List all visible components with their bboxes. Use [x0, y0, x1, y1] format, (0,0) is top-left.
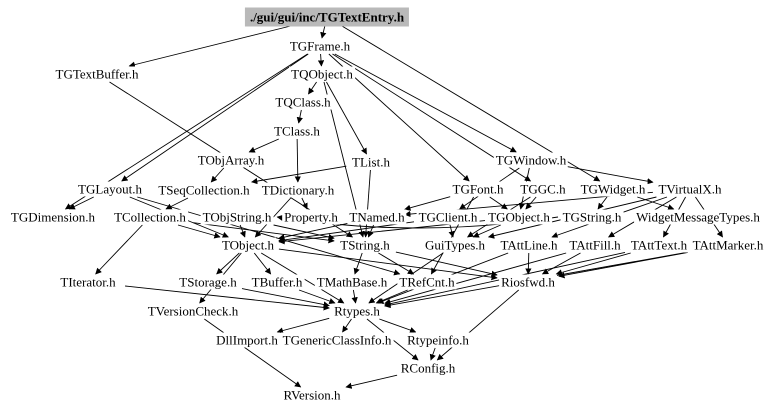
edge-TGTextEntry-TGFrame	[320, 24, 327, 39]
edge-TObject-TBuffer	[253, 252, 272, 275]
edge-TGWidget-TGString	[597, 196, 608, 210]
edge-TVersionCheck-RVersion	[204, 318, 302, 388]
edge-TSeqCollection-TCollection	[165, 197, 189, 210]
graph-node-TNamed[interactable]: TNamed.h	[347, 209, 407, 225]
graph-node-TGDimension[interactable]: TGDimension.h	[8, 209, 98, 225]
edge-TString-Riosfwd	[395, 251, 498, 277]
graph-node-TAttText[interactable]: TAttText.h	[628, 237, 690, 253]
graph-node-TAttLine[interactable]: TAttLine.h	[498, 237, 560, 253]
graph-node-TGFont[interactable]: TGFont.h	[450, 181, 506, 197]
edge-TGFont-TGObject	[489, 196, 508, 210]
graph-node-TGGC[interactable]: TGGC.h	[518, 181, 568, 197]
graph-node-TAttFill[interactable]: TAttFill.h	[567, 237, 623, 253]
edge-TString-TMathBase	[353, 252, 363, 275]
graph-node-TBuffer[interactable]: TBuffer.h	[249, 274, 305, 290]
graph-node-TString[interactable]: TString.h	[338, 237, 392, 253]
edge-TGWidget-WidgetMessageTypes	[637, 196, 675, 211]
graph-node-TObjString[interactable]: TObjString.h	[200, 209, 274, 225]
graph-node-RConfig[interactable]: RConfig.h	[398, 360, 458, 376]
edge-TList-TString	[362, 169, 371, 238]
graph-node-TGClient[interactable]: TGClient.h	[416, 209, 480, 225]
graph-node-TGLayout[interactable]: TGLayout.h	[76, 181, 144, 197]
edge-Rtypes-TGenericClassInfo	[342, 318, 352, 333]
edge-TRefCnt-Rtypes	[375, 289, 408, 304]
graph-node-TStorage[interactable]: TStorage.h	[177, 274, 239, 290]
edge-TGFont-TNamed	[404, 196, 451, 211]
graph-node-TIterator[interactable]: TIterator.h	[58, 274, 118, 290]
graph-node-TObjArray[interactable]: TObjArray.h	[195, 152, 267, 168]
graph-node-Riosfwd[interactable]: Riosfwd.h	[499, 274, 557, 290]
edge-TDictionary-Property	[301, 197, 308, 210]
graph-node-Rtypes[interactable]: Rtypes.h	[332, 303, 382, 319]
graph-node-TGString[interactable]: TGString.h	[560, 209, 624, 225]
graph-node-TSeqCollection[interactable]: TSeqCollection.h	[156, 182, 252, 198]
graph-node-TGObject[interactable]: TGObject.h	[486, 209, 552, 225]
edge-TMathBase-Rtypes	[351, 289, 358, 304]
edge-TQClass-TClass	[296, 109, 303, 124]
graph-node-TMathBase[interactable]: TMathBase.h	[314, 274, 390, 290]
graph-node-GuiTypes[interactable]: GuiTypes.h	[422, 237, 488, 253]
graph-node-TVersionCheck[interactable]: TVersionCheck.h	[145, 303, 241, 319]
edge-Rtypeinfo-RConfig	[429, 347, 436, 361]
edge-TNamed-TObject	[278, 222, 350, 241]
graph-root-node-TGTextEntry: ./gui/gui/inc/TGTextEntry.h	[244, 7, 410, 27]
graph-node-TAttMarker[interactable]: TAttMarker.h	[690, 237, 766, 253]
graph-node-TList[interactable]: TList.h	[350, 154, 392, 170]
graph-node-Property[interactable]: Property.h	[282, 209, 340, 225]
graph-node-TGenericClassInfo[interactable]: TGenericClassInfo.h	[280, 332, 394, 348]
edge-TGFrame-TQObject	[317, 53, 325, 67]
edge-TObject-TStorage	[216, 252, 240, 275]
edge-TCollection-TObject	[177, 224, 221, 239]
edge-TIterator-Rtypes	[125, 285, 330, 311]
edge-TGFrame-TGLayout	[121, 53, 309, 182]
edge-Rtypes-Rtypeinfo	[379, 318, 417, 334]
graph-node-TCollection[interactable]: TCollection.h	[112, 209, 188, 225]
edge-TAttText-Riosfwd	[555, 252, 631, 276]
edge-TClass-TObjArray	[248, 138, 279, 153]
graph-node-WidgetMessageTypes[interactable]: WidgetMessageTypes.h	[634, 209, 762, 225]
graph-node-TGFrame[interactable]: TGFrame.h	[287, 38, 353, 54]
edge-TQObject-TQClass	[308, 81, 317, 95]
edge-TCollection-TIterator	[95, 224, 143, 275]
graph-node-TGWidget[interactable]: TGWidget.h	[578, 181, 648, 197]
graph-node-RVersion[interactable]: RVersion.h	[281, 387, 343, 403]
edge-TCollection-TString	[193, 222, 335, 244]
edge-TString-TRefCnt	[378, 252, 415, 275]
edge-TQObject-TList	[326, 81, 367, 155]
edge-TGObject-GuiTypes	[472, 224, 501, 238]
edge-TGWindow-TVirtualX	[564, 165, 654, 185]
edge-TBuffer-Rtypes	[298, 289, 336, 305]
edge-TObjString-TString	[273, 224, 335, 241]
edge-TGClient-GuiTypes	[448, 224, 455, 238]
graph-node-TDictionary[interactable]: TDictionary.h	[259, 182, 337, 198]
edge-TGLayout-TGDimension	[68, 196, 94, 210]
graph-node-Rtypeinfo[interactable]: Rtypeinfo.h	[405, 332, 471, 348]
edge-Rtypes-DllImport	[276, 317, 330, 334]
graph-node-TQObject[interactable]: TQObject.h	[289, 66, 355, 82]
edge-TList-TSeqCollection	[251, 165, 347, 185]
graph-node-DllImport[interactable]: DllImport.h	[214, 332, 280, 348]
edge-TObject-Riosfwd	[278, 248, 498, 281]
graph-node-TRefCnt[interactable]: TRefCnt.h	[397, 274, 457, 290]
edge-RConfig-RVersion	[345, 374, 398, 389]
edge-TObjArray-TSeqCollection	[210, 167, 225, 183]
edge-TNamed-TString	[367, 224, 374, 238]
graph-node-TGTextBuffer[interactable]: TGTextBuffer.h	[53, 66, 141, 82]
graph-node-TGWindow[interactable]: TGWindow.h	[493, 152, 569, 168]
graph-node-TVirtualX[interactable]: TVirtualX.h	[656, 181, 724, 197]
graph-node-TQClass[interactable]: TQClass.h	[273, 94, 333, 110]
edge-TStorage-Rtypes	[241, 288, 330, 308]
graph-node-TObject[interactable]: TObject.h	[219, 237, 277, 253]
edge-TGClient-TObject	[278, 221, 415, 244]
edge-TAttFill-Rtypes	[384, 252, 567, 305]
edge-TClass-TDictionary	[294, 138, 301, 183]
edge-TGTextEntry-TGTextBuffer	[128, 24, 295, 68]
graph-node-TClass[interactable]: TClass.h	[272, 123, 322, 139]
edge-TAttFill-Riosfwd	[541, 252, 581, 275]
edge-TGFrame-TGWindow	[334, 53, 517, 153]
edge-Riosfwd-RConfig	[436, 289, 519, 361]
